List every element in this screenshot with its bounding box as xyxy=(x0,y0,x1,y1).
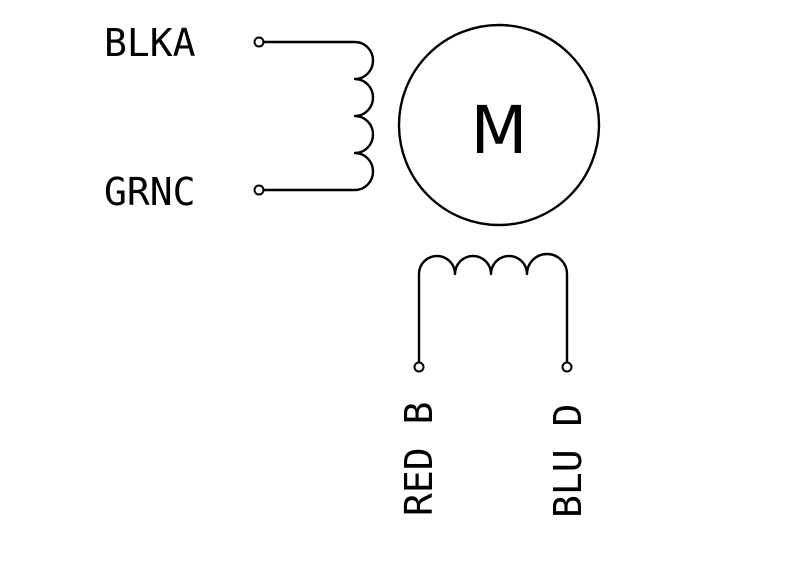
terminal-grnc xyxy=(253,184,265,196)
label-blka: BLKA xyxy=(104,21,196,65)
label-grnc: GRNC xyxy=(104,170,196,214)
label-blu-d: BLU D xyxy=(546,404,590,518)
winding-left xyxy=(253,36,375,196)
motor: M xyxy=(397,23,601,227)
terminal-blka xyxy=(253,36,265,48)
motor-symbol: M xyxy=(471,92,528,169)
terminal-blu-d xyxy=(561,361,573,373)
motor-circle xyxy=(397,23,601,227)
label-red-b: RED B xyxy=(397,402,441,516)
winding-bottom xyxy=(413,252,573,373)
winding-left-wire xyxy=(261,40,375,192)
winding-bottom-wire xyxy=(417,252,569,365)
terminal-red-b xyxy=(413,361,425,373)
